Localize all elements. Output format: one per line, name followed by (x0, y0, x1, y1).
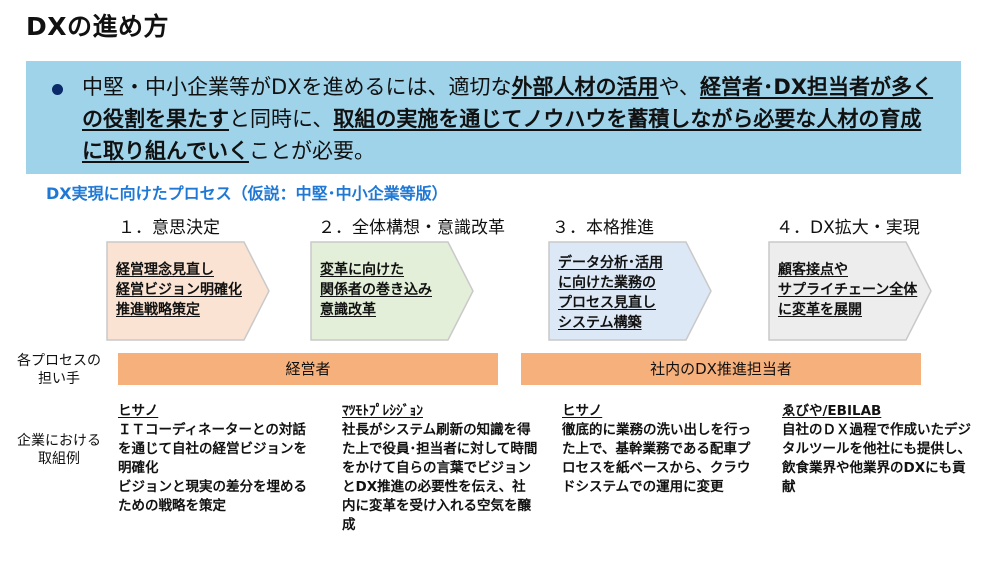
step-label-4: ４．DX拡大・実現 (776, 218, 920, 238)
arrow-text-line: に変革を展開 (778, 302, 862, 318)
example-4: ゑびや/EBILAB 自社のＤＸ過程で作成いたデジタルツールを他社にも提供し、飲… (782, 402, 972, 497)
company-name: ヒサノ (118, 403, 159, 419)
summary-box: 中堅・中小企業等がDXを進めるには、適切な外部人材の活用や、経営者･DX担当者が… (26, 61, 961, 174)
bullet-icon (52, 84, 63, 95)
arrow-text: 経営理念見直し 経営ビジョン明確化 推進戦略策定 (116, 260, 264, 320)
company-name: ヒサノ (562, 403, 603, 419)
arrow-shape (310, 241, 474, 341)
arrow-text-line: 推進戦略策定 (116, 302, 200, 318)
example-text: 自社のＤＸ過程で作成いたデジタルツールを他社にも提供し、飲食業界や他業界のDXに… (782, 422, 971, 495)
example-text: 社長がシステム刷新の知識を得た上で役員･担当者に対して時間をかけて自らの言葉でビ… (342, 422, 538, 533)
examples-label-line: 企業における (17, 433, 101, 449)
step-arrow-1: 経営理念見直し 経営ビジョン明確化 推進戦略策定 (106, 241, 271, 341)
arrow-text: 顧客接点や サプライチェーン全体 に変革を展開 (778, 260, 926, 320)
example-1: ヒサノ ＩＴコーディネーターとの対話を通じて自社の経営ビジョンを明確化 ビジョン… (118, 402, 314, 516)
step-label-1: １．意思決定 (118, 218, 220, 238)
role-bar-executive: 経営者 (118, 353, 498, 385)
roles-label: 各プロセスの 担い手 (4, 352, 114, 388)
arrow-text-line: プロセス見直し (558, 295, 656, 311)
arrow-text-line: 変革に向けた (320, 262, 404, 278)
arrow-text-line: データ分析･活用 (558, 255, 663, 271)
examples-label: 企業における 取組例 (4, 432, 114, 468)
company-name: ﾏﾂﾓﾄﾌﾟﾚｼｼﾞｮﾝ (342, 403, 423, 419)
step-arrow-3: データ分析･活用 に向けた業務の プロセス見直し システム構築 (548, 241, 713, 341)
arrow-shape (548, 241, 712, 341)
role-bar-dx-staff: 社内のDX推進担当者 (521, 353, 921, 385)
page-title: DXの進め方 (26, 12, 170, 41)
arrow-text-line: 意識改革 (320, 302, 376, 318)
step-label-2: ２．全体構想・意識改革 (318, 218, 505, 238)
summary-segment: 中堅・中小企業等がDXを進めるには、適切な (82, 75, 512, 99)
summary-segment: ことが必要。 (248, 139, 375, 163)
arrow-text: 変革に向けた 関係者の巻き込み 意識改革 (320, 260, 468, 320)
summary-emphasis: 経営者･DX担当者が多くの役割を果たす (82, 75, 934, 131)
summary-text: 中堅・中小企業等がDXを進めるには、適切な外部人材の活用や、経営者･DX担当者が… (82, 71, 942, 167)
arrow-text-line: 顧客接点や (778, 262, 848, 278)
summary-segment: や、 (658, 75, 700, 99)
example-2: ﾏﾂﾓﾄﾌﾟﾚｼｼﾞｮﾝ 社長がシステム刷新の知識を得た上で役員･担当者に対して… (342, 402, 538, 535)
step-arrow-4: 顧客接点や サプライチェーン全体 に変革を展開 (768, 241, 933, 341)
arrow-text-line: 経営理念見直し (116, 262, 214, 278)
arrow-shape (106, 241, 270, 341)
arrow-text-line: 経営ビジョン明確化 (116, 282, 242, 298)
example-3: ヒサノ 徹底的に業務の洗い出しを行った上で、基幹業務である配車プロセスを紙ベース… (562, 402, 754, 497)
company-name: ゑびや/EBILAB (782, 403, 882, 419)
summary-emphasis: 取組の実施を通じてノウハウを蓄積しながら必要な人材の育成に取り組んでいく (82, 107, 922, 163)
roles-label-line: 担い手 (38, 371, 80, 387)
step-arrow-2: 変革に向けた 関係者の巻き込み 意識改革 (310, 241, 475, 341)
step-label-3: ３．本格推進 (552, 218, 654, 238)
arrow-text-line: に向けた業務の (558, 275, 656, 291)
example-text: ＩＴコーディネーターとの対話を通じて自社の経営ビジョンを明確化 ビジョンと現実の… (118, 422, 307, 514)
roles-label-line: 各プロセスの (17, 353, 101, 369)
arrow-text: データ分析･活用 に向けた業務の プロセス見直し システム構築 (558, 253, 706, 333)
summary-segment: と同時に、 (229, 107, 334, 131)
examples-label-line: 取組例 (38, 451, 80, 467)
arrow-text-line: システム構築 (558, 315, 642, 331)
summary-emphasis: 外部人材の活用 (511, 75, 659, 99)
arrow-text-line: サプライチェーン全体 (778, 282, 918, 298)
process-title: DX実現に向けたプロセス（仮説：中堅･中小企業等版） (46, 184, 448, 203)
arrow-text-line: 関係者の巻き込み (320, 282, 432, 298)
example-text: 徹底的に業務の洗い出しを行った上で、基幹業務である配車プロセスを紙ベースから、ク… (562, 422, 751, 495)
arrow-shape (768, 241, 932, 341)
